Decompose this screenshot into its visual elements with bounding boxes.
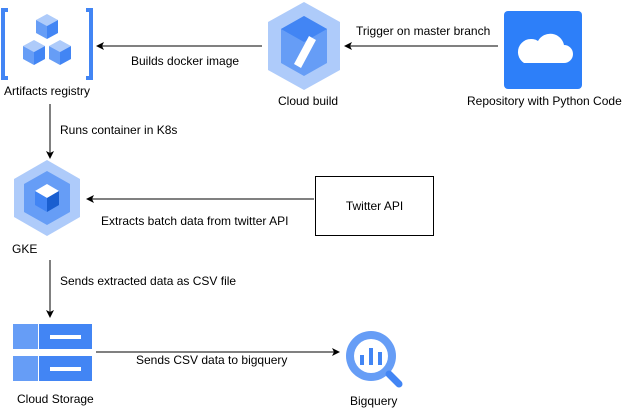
node-label-cloud-build: Cloud build (278, 94, 339, 108)
bigquery-icon (346, 331, 403, 388)
node-label-twitter-api: Twitter API (345, 199, 404, 213)
edge-label-builds: Builds docker image (131, 54, 240, 68)
gke-icon (14, 160, 80, 236)
edge-label-trigger: Trigger on master branch (356, 24, 491, 38)
node-label-gke: GKE (12, 242, 38, 256)
edge-label-sends-csv: Sends extracted data as CSV file (60, 274, 237, 288)
node-label-bigquery: Bigquery (350, 394, 398, 408)
cloud-icon (504, 11, 582, 89)
node-label-cloud-storage: Cloud Storage (17, 392, 94, 406)
edge-label-runs: Runs container in K8s (60, 123, 178, 137)
edge-label-extracts: Extracts batch data from twitter API (101, 214, 289, 228)
artifact-registry-icon (1, 8, 93, 80)
twitter-api-box: Twitter API (315, 176, 434, 236)
storage-icon (13, 324, 92, 381)
node-label-repository: Repository with Python Code (467, 94, 622, 108)
edge-label-to-bigquery: Sends CSV data to bigquery (136, 353, 288, 367)
cloud-build-icon (268, 2, 340, 90)
node-label-artifacts-registry: Artifacts registry (4, 84, 91, 98)
